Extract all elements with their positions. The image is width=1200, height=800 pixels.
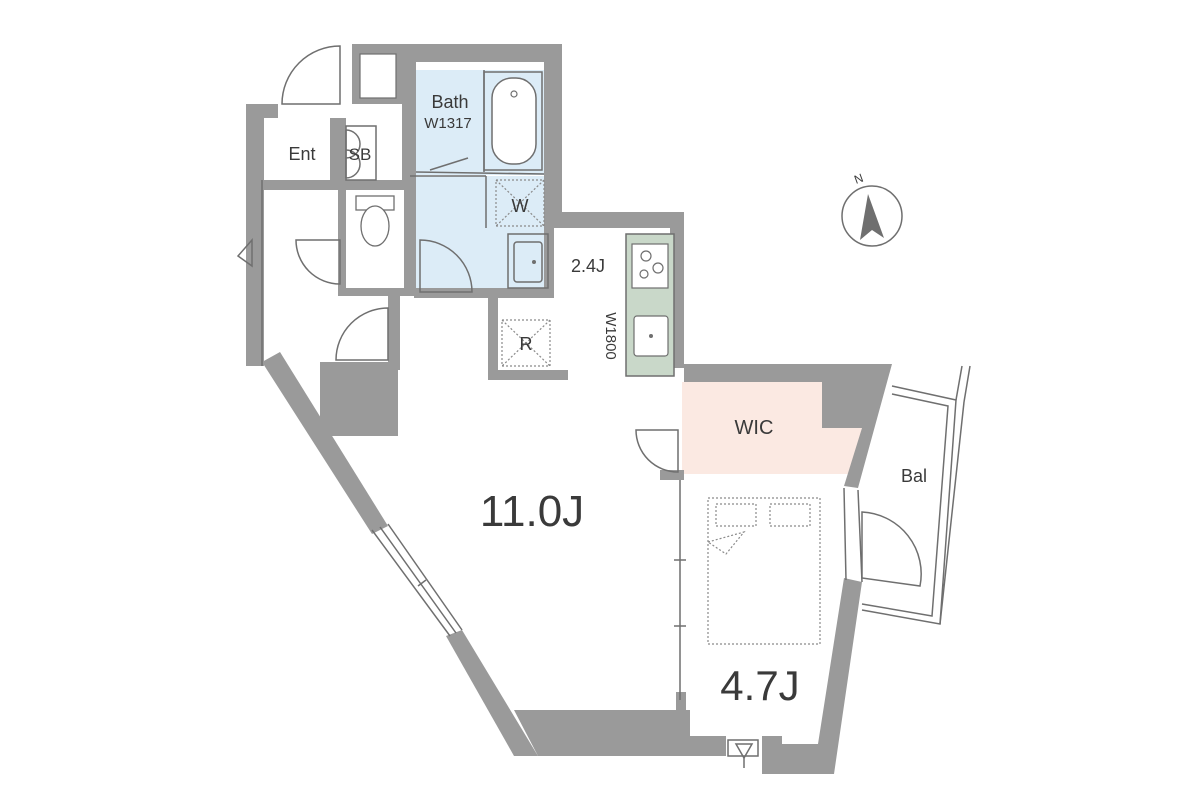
kitchen-area-label: 2.4J <box>571 256 605 276</box>
wic-floor <box>682 382 862 474</box>
fridge-label: R <box>520 334 533 354</box>
doors <box>281 45 922 587</box>
compass-north-label: N <box>852 171 865 187</box>
washer-label: W <box>512 196 529 216</box>
compass-icon: N <box>841 171 903 247</box>
living-room-area-label: 11.0J <box>480 487 584 536</box>
walls <box>246 44 892 774</box>
bath-label: Bath <box>431 92 468 112</box>
kitchen-width-label: W1800 <box>602 312 619 360</box>
wic-label: WIC <box>735 417 774 439</box>
wash-basin <box>507 233 549 289</box>
washer-space <box>495 179 545 227</box>
bedroom-area-label: 4.7J <box>720 662 799 709</box>
kitchen-counter <box>625 233 675 377</box>
entrance-label: Ent <box>288 144 315 164</box>
fridge-space <box>501 319 551 367</box>
window-right <box>843 487 863 583</box>
balcony-label: Bal <box>901 466 927 486</box>
shoe-box-label: SB <box>349 145 372 164</box>
window-left <box>371 523 463 637</box>
interior-lines <box>236 70 759 768</box>
bath-size-label: W1317 <box>424 115 472 132</box>
balcony <box>861 365 971 625</box>
bed <box>707 497 821 645</box>
toilet <box>355 195 395 247</box>
washroom-floor <box>414 176 552 294</box>
